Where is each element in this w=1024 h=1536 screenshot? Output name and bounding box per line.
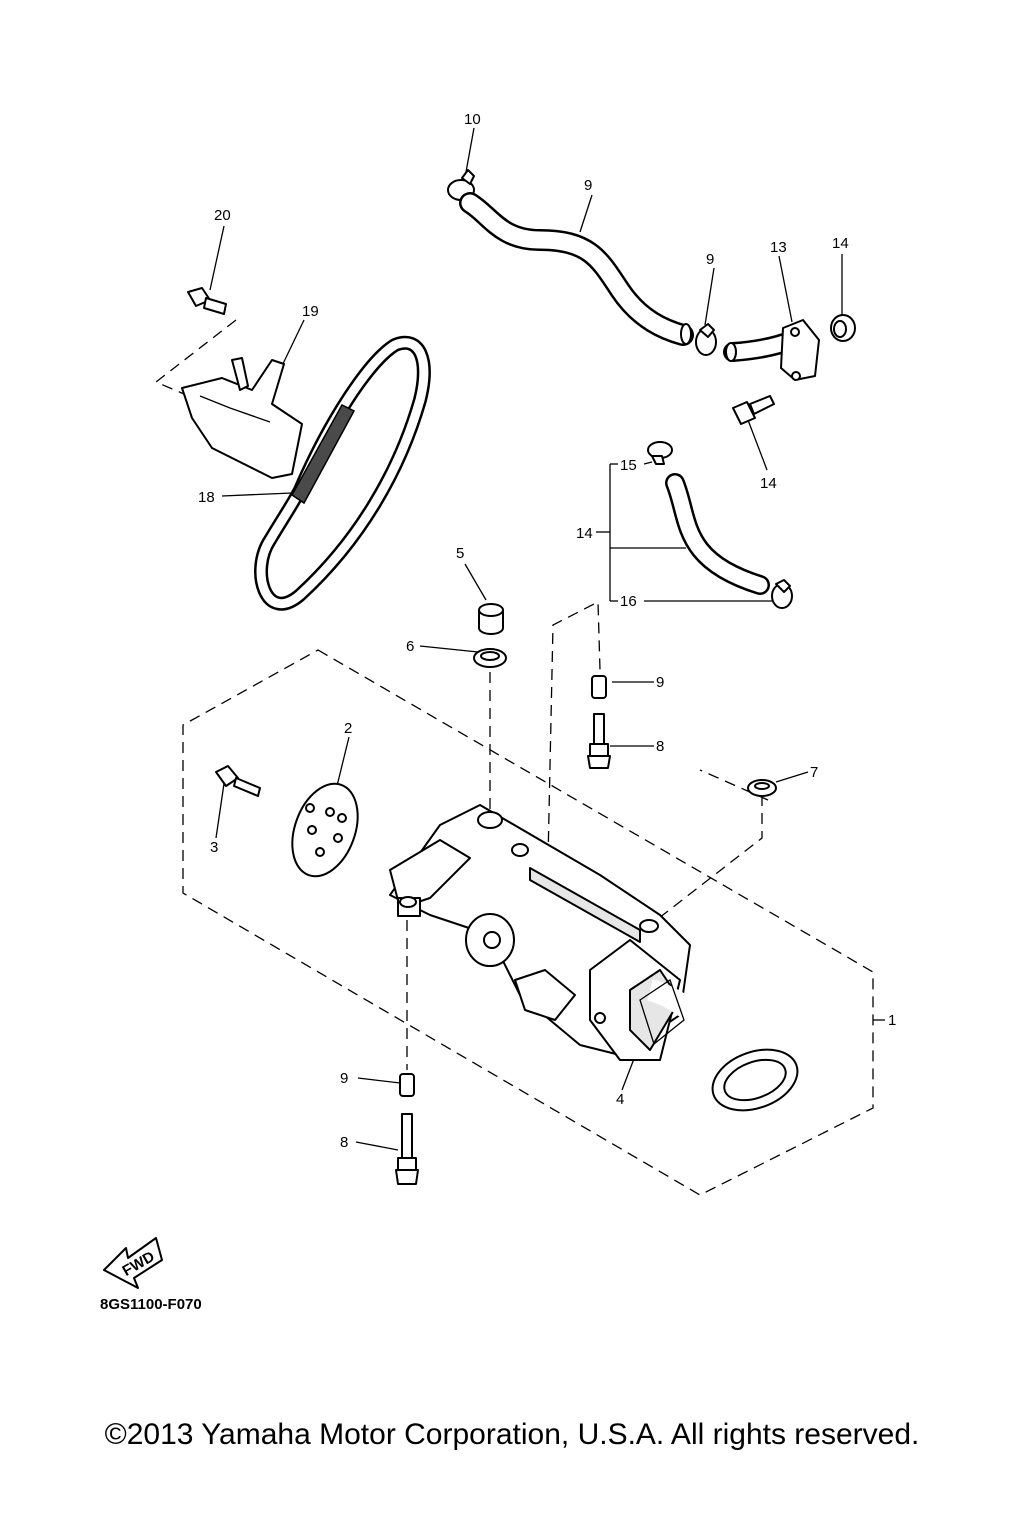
bolt-20 (187, 287, 227, 315)
oil-pump-assembly (389, 804, 799, 1112)
callout-9-upper: 9 (656, 674, 664, 691)
callout-11: 9 (706, 251, 714, 268)
callout-10: 9 (584, 177, 592, 194)
bolt-3 (215, 765, 261, 797)
fwd-arrow-icon: FWD (103, 1237, 163, 1289)
timing-chain-18 (254, 336, 431, 611)
callout-13: 14 (576, 525, 593, 542)
copyright-notice: ©2013 Yamaha Motor Corporation, U.S.A. A… (104, 1418, 920, 1451)
dowel-9-upper (591, 675, 607, 699)
sprocket-2 (291, 782, 359, 878)
callout-12: 10 (464, 111, 481, 128)
callout-5: 5 (456, 545, 464, 562)
callout-20: 20 (214, 207, 231, 224)
callout-3: 3 (210, 839, 218, 856)
callout-1: 1 (888, 1012, 896, 1029)
hose-13 (665, 473, 770, 595)
callout-17: 14 (760, 475, 777, 492)
callout-16: 14 (832, 235, 849, 252)
hose-clip-11 (695, 323, 717, 356)
assembly-outline (182, 649, 874, 1196)
callout-9-lower: 9 (340, 1070, 348, 1087)
hose-clip-14-top (647, 441, 673, 465)
callout-7: 7 (810, 764, 818, 781)
collar-5 (478, 603, 504, 635)
pipe-15 (723, 319, 820, 381)
hose-10 (459, 192, 694, 346)
o-ring-16 (830, 314, 856, 342)
bolt-17 (732, 395, 775, 425)
hose-clip-14-bottom (771, 579, 793, 609)
leader-lines (209, 127, 885, 1151)
diagram-code: 8GS1100-F070 (100, 1296, 202, 1313)
callout-8-lower: 8 (340, 1134, 348, 1151)
callout-8-upper: 8 (656, 738, 664, 755)
callout-4: 4 (616, 1091, 624, 1108)
o-ring-7 (747, 779, 777, 797)
callout-6: 6 (406, 638, 414, 655)
bolt-8-upper (587, 713, 611, 769)
washer-6 (473, 648, 507, 668)
callout-14-top: 15 (620, 457, 637, 474)
chain-guide-19 (181, 357, 303, 479)
dowel-9-lower (399, 1073, 415, 1097)
callout-labels: 10 9 9 13 14 14 20 19 18 15 14 16 5 6 9 … (198, 111, 896, 1151)
bolt-8-lower (395, 1113, 419, 1185)
gasket-4 (639, 978, 685, 1046)
callout-14-bottom: 16 (620, 593, 637, 610)
callout-19: 19 (302, 303, 319, 320)
callout-18: 18 (198, 489, 215, 506)
callout-15: 13 (770, 239, 787, 256)
callout-2: 2 (344, 720, 352, 737)
